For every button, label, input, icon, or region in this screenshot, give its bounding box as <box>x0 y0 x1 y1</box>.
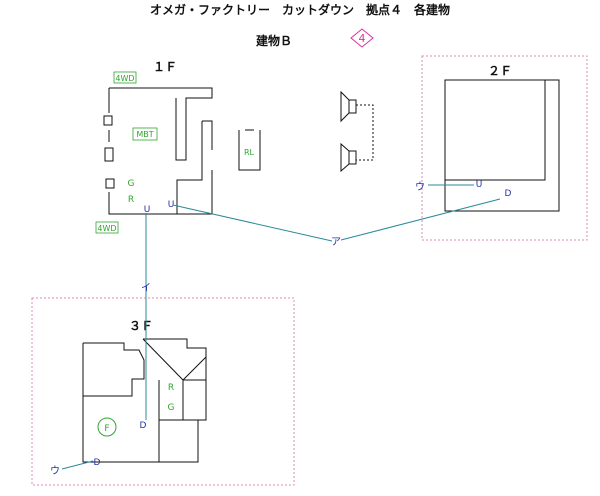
label-r-3f: R <box>168 383 174 393</box>
label-r-1f: R <box>128 195 134 205</box>
zone-2f-boundary <box>421 55 588 241</box>
label-mbt: MBT <box>136 130 153 139</box>
label-d-3f-a: D <box>140 421 147 431</box>
floor-2f-walls <box>444 79 560 212</box>
label-4wd-bottom: 4WD <box>97 224 116 233</box>
floor-1f-walls <box>108 87 213 215</box>
label-4wd-bottom-box: 4WD <box>95 221 119 234</box>
label-u-1f-b: U <box>168 200 175 210</box>
building-label: 建物Ｂ <box>255 33 292 48</box>
rl-booth: RL <box>238 129 261 171</box>
label-mbt-box: MBT <box>132 127 158 141</box>
floor-label-2f: ２Ｆ <box>488 64 512 78</box>
floor-label-3f: ３Ｆ <box>129 319 153 333</box>
speaker-assembly <box>340 90 374 173</box>
label-g-1f: G <box>128 179 135 189</box>
label-d-3f-b: D <box>94 458 101 468</box>
floor-1f-windows <box>103 115 115 189</box>
floor-3f-walls <box>82 338 207 463</box>
label-f-circle: F <box>104 424 109 434</box>
route-label-i: イ <box>141 283 151 294</box>
label-u-2f: U <box>476 180 483 190</box>
label-d-2f: D <box>505 189 512 199</box>
route-label-a: ア <box>331 237 341 248</box>
diagram-title: オメガ・ファクトリー カットダウン 拠点４ 各建物 <box>150 2 450 17</box>
floor-label-1f: １Ｆ <box>153 60 177 74</box>
label-u-1f-a: U <box>144 205 151 215</box>
route-label-u-2f: ウ <box>415 181 425 193</box>
label-4wd-top-box: 4WD <box>113 71 137 84</box>
label-g-3f: G <box>168 403 175 413</box>
route-label-u-3f: ウ <box>50 465 60 477</box>
label-4wd-top: 4WD <box>115 74 134 83</box>
route-lines <box>61 184 501 470</box>
label-rl: RL <box>244 148 255 157</box>
building-number-marker: 4 <box>350 28 374 48</box>
zone-3f-boundary <box>31 297 295 486</box>
building-number: 4 <box>359 32 366 45</box>
f-circle-marker: F <box>97 417 117 437</box>
